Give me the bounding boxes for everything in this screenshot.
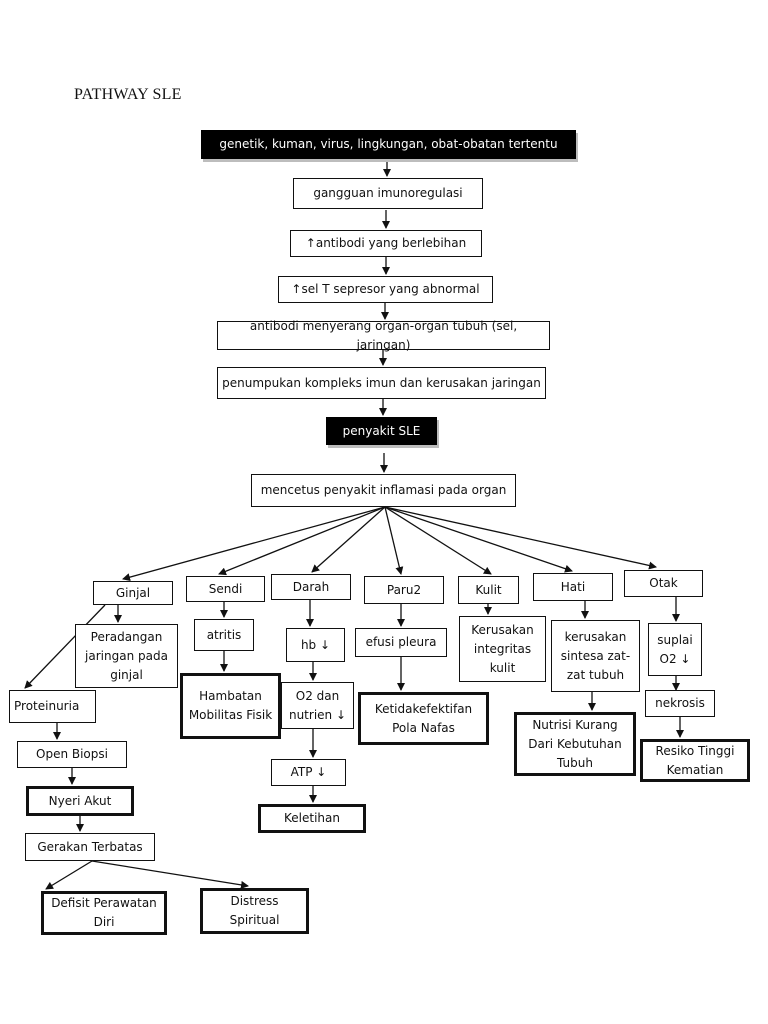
organ-ginjal-label: Ginjal	[115, 585, 151, 600]
organ-darah: Darah	[271, 574, 351, 600]
acute-pain-box: Nyeri Akut	[26, 786, 134, 816]
page-title: PATHWAY SLE	[74, 86, 182, 103]
organ-darah-label: Darah	[292, 579, 330, 594]
necrosis-box: nekrosis	[645, 690, 715, 717]
organ-otak: Otak	[624, 570, 703, 597]
arthritis-text: atritis	[206, 627, 242, 642]
t-cell-text: ↑sel T sepresor yang abnormal	[291, 282, 480, 296]
necrosis-text: nekrosis	[655, 696, 705, 710]
antibody-text: ↑antibodi yang berlebihan	[305, 236, 467, 250]
antibody-attack-text: antibodi menyerang organ-organ tubuh (se…	[249, 318, 518, 352]
organ-kulit-label: Kulit	[475, 582, 502, 597]
acute-pain-text: Nyeri Akut	[48, 793, 112, 808]
proteinuria-box: Proteinuria	[9, 690, 96, 723]
breathing-pattern-text: Ketidakefektifan Pola Nafas	[374, 701, 473, 735]
limited-movement-text: Gerakan Terbatas	[37, 839, 143, 854]
immune-complex-box: penumpukan kompleks imun dan kerusakan j…	[217, 367, 546, 399]
limited-movement-box: Gerakan Terbatas	[25, 833, 155, 861]
organ-paru-label: Paru2	[386, 582, 422, 597]
organ-ginjal: Ginjal	[93, 581, 173, 605]
organ-paru: Paru2	[364, 576, 444, 604]
causes-box: genetik, kuman, virus, lingkungan, obat-…	[201, 130, 576, 159]
proteinuria-text: Proteinuria	[14, 699, 80, 713]
nutrition-deficit-text: Nutrisi Kurang Dari Kebutuhan Tubuh	[528, 717, 622, 770]
pleural-effusion-box: efusi pleura	[355, 628, 447, 657]
sle-disease-text: penyakit SLE	[342, 423, 421, 438]
sle-disease-box: penyakit SLE	[326, 417, 437, 445]
open-biopsy-box: Open Biopsi	[17, 741, 127, 768]
organ-kulit: Kulit	[458, 576, 519, 604]
o2-nutrient-box: O2 dan nutrien ↓	[281, 682, 354, 729]
hb-box: hb ↓	[286, 628, 345, 662]
o2-nutrient-text: O2 dan nutrien ↓	[288, 688, 347, 722]
causes-text: genetik, kuman, virus, lingkungan, obat-…	[219, 137, 558, 151]
organ-hati: Hati	[533, 573, 613, 601]
immunoregulation-text: gangguan imunoregulasi	[313, 186, 463, 200]
skin-integrity-box: Kerusakan integritas kulit	[459, 616, 546, 682]
pleural-effusion-text: efusi pleura	[365, 635, 437, 649]
fatigue-text: Keletihan	[284, 811, 340, 825]
inflammation-box: mencetus penyakit inflamasi pada organ	[251, 474, 516, 507]
o2-supply-text: suplai O2 ↓	[657, 632, 693, 666]
organ-otak-label: Otak	[649, 576, 678, 590]
spiritual-distress-text: Distress Spiritual	[229, 894, 280, 927]
synthesis-damage-box: kerusakan sintesa zat-zat tubuh	[551, 620, 640, 692]
o2-supply-box: suplai O2 ↓	[648, 623, 702, 676]
kidney-inflammation-box: Peradangan jaringan pada ginjal	[75, 624, 178, 688]
t-cell-box: ↑sel T sepresor yang abnormal	[278, 276, 493, 303]
skin-integrity-text: Kerusakan integritas kulit	[471, 622, 534, 675]
synthesis-damage-text: kerusakan sintesa zat-zat tubuh	[560, 629, 631, 682]
open-biopsy-text: Open Biopsi	[36, 747, 108, 761]
kidney-inflammation-text: Peradangan jaringan pada ginjal	[85, 629, 168, 682]
nutrition-deficit-box: Nutrisi Kurang Dari Kebutuhan Tubuh	[514, 712, 636, 776]
atp-box: ATP ↓	[271, 759, 346, 786]
death-risk-box: Resiko Tinggi Kematian	[640, 739, 750, 782]
inflammation-text: mencetus penyakit inflamasi pada organ	[260, 483, 507, 497]
atp-text: ATP ↓	[290, 765, 327, 779]
death-risk-text: Resiko Tinggi Kematian	[655, 743, 735, 777]
breathing-pattern-box: Ketidakefektifan Pola Nafas	[358, 692, 489, 745]
mobility-impairment-text: Hambatan Mobilitas Fisik	[188, 689, 273, 722]
fatigue-box: Keletihan	[258, 804, 366, 833]
antibody-box: ↑antibodi yang berlebihan	[290, 230, 482, 257]
hb-text: hb ↓	[300, 637, 331, 652]
organ-sendi-label: Sendi	[208, 581, 243, 596]
immune-complex-text: penumpukan kompleks imun dan kerusakan j…	[222, 375, 541, 390]
organ-hati-label: Hati	[560, 579, 586, 594]
arthritis-box: atritis	[194, 619, 254, 651]
mobility-impairment-box: Hambatan Mobilitas Fisik	[180, 673, 281, 739]
immunoregulation-box: gangguan imunoregulasi	[293, 178, 483, 209]
antibody-attack-box: antibodi menyerang organ-organ tubuh (se…	[217, 319, 550, 352]
spiritual-distress-box: Distress Spiritual	[200, 888, 309, 934]
selfcare-deficit-box: Defisit Perawatan Diri	[41, 891, 167, 935]
selfcare-deficit-text: Defisit Perawatan Diri	[51, 896, 157, 929]
organ-sendi: Sendi	[186, 576, 265, 602]
